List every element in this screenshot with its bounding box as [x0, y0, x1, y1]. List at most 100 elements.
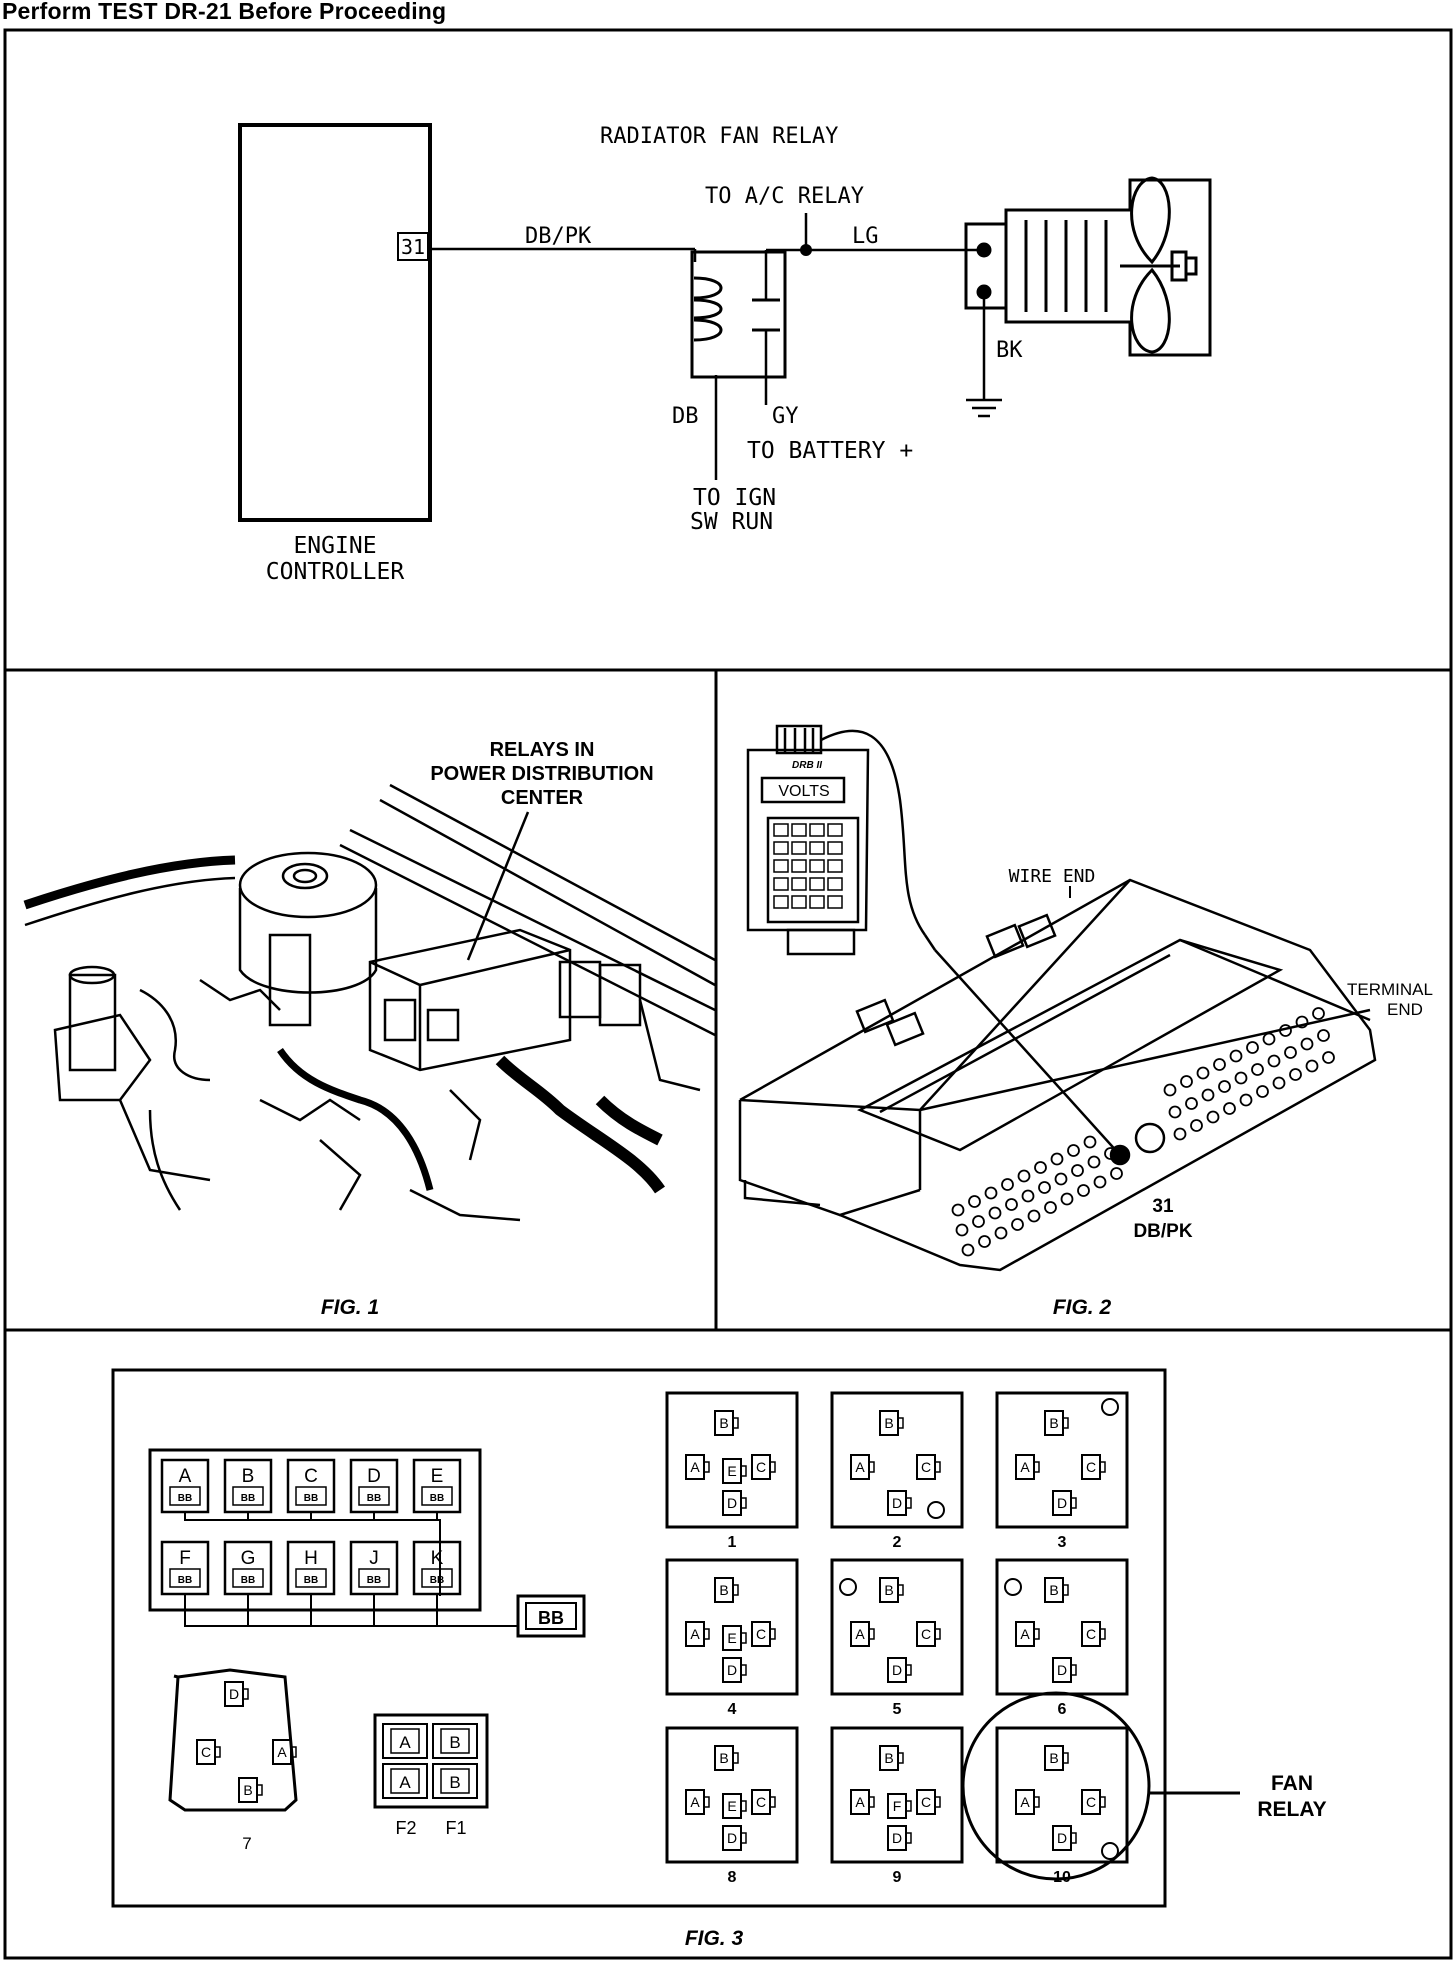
relay-5-pin-c-tab: [934, 1628, 941, 1640]
relay-4-pin-d-tab: [740, 1664, 747, 1676]
relay-6-pin-c: C: [1086, 1626, 1096, 1642]
f-grid-label-b: B: [449, 1773, 460, 1792]
relay-5-pin-a-tab: [868, 1628, 875, 1640]
connector-pin-hole: [1190, 1119, 1203, 1132]
connector-pin-hole: [1251, 1063, 1264, 1076]
relay-socket-number-9: 9: [893, 1869, 902, 1886]
connector-7-pin-c: C: [201, 1744, 211, 1760]
relay-8-pin-a: A: [690, 1794, 700, 1810]
relay-2-pin-a-tab: [868, 1461, 875, 1473]
connector-pin-hole: [1038, 1181, 1051, 1194]
f-grid-label-a: A: [399, 1733, 411, 1752]
relay-8-pin-d: D: [727, 1830, 737, 1846]
connector-pin-hole: [1317, 1029, 1330, 1042]
relay-8-pin-b-tab: [732, 1752, 739, 1764]
wire-gy-label: GY: [772, 404, 799, 429]
connector-pin-hole: [1050, 1152, 1064, 1166]
fan-relay-label-2: RELAY: [1257, 1798, 1326, 1821]
terminal-end-label-1: TERMINAL: [1347, 980, 1433, 999]
relay-4-pin-d: D: [727, 1662, 737, 1678]
fig1-caption: FIG. 1: [321, 1296, 379, 1319]
relay-4-pin-e-tab: [740, 1632, 747, 1644]
fuse-c-bb-label: BB: [304, 1493, 318, 1504]
connector-pin-hole: [1180, 1075, 1193, 1088]
relay-8-pin-a-tab: [703, 1796, 710, 1808]
fuse-k-bb-label: BB: [430, 1575, 444, 1586]
relay-6-index-circle: [1004, 1578, 1022, 1596]
fig2-pin-holes: [951, 1007, 1335, 1257]
relay-4-pin-c-tab: [769, 1628, 776, 1640]
connector-pin-hole: [1087, 1155, 1101, 1169]
relay-2-pin-a: A: [855, 1459, 865, 1475]
fig3-frame: [111, 1368, 1167, 1908]
f-grid-cell-inner: [390, 1768, 420, 1794]
relay-5-pin-c: C: [921, 1626, 931, 1642]
relay-body: [690, 250, 787, 379]
connector-pin-hole: [1213, 1058, 1226, 1071]
connector-pin-hole: [972, 1215, 985, 1228]
fuse-b-bb-label: BB: [241, 1493, 255, 1504]
connector-pin-hole: [1272, 1076, 1286, 1090]
controller-label-1: ENGINE: [293, 533, 376, 559]
relay-9-pin-d: D: [892, 1830, 902, 1846]
relay-8-pin-c: C: [756, 1794, 766, 1810]
relay-2-pin-c: C: [921, 1459, 931, 1475]
relay-8-pin-e: E: [727, 1798, 736, 1814]
relay-5-pin-d: D: [892, 1662, 902, 1678]
relay-socket-number-3: 3: [1058, 1534, 1067, 1551]
connector-pin-hole: [1054, 1172, 1068, 1186]
fig1-leader: [466, 811, 530, 961]
connector-pin-hole: [1279, 1024, 1292, 1037]
f-grid-cell-outer: [382, 1723, 428, 1759]
fuse-g-bb-label: BB: [241, 1575, 255, 1586]
fuse-a-bb-label: BB: [178, 1493, 192, 1504]
connector-pin-hole: [1110, 1167, 1123, 1180]
wire-end-label: WIRE END: [1009, 866, 1096, 887]
connector-7-pin-d: D: [229, 1686, 239, 1702]
connector-pin-hole: [1234, 1071, 1248, 1085]
relay-8-pin-e-tab: [740, 1800, 747, 1812]
connector-pin-hole: [1067, 1144, 1080, 1157]
fuse-g-bb-box: [232, 1568, 264, 1588]
relay-socket-3: [995, 1391, 1129, 1529]
relay-socket-number-5: 5: [893, 1701, 902, 1718]
connector-7-pin-a-tab: [290, 1746, 297, 1758]
connector-pin-hole: [1071, 1164, 1084, 1177]
connector-pin-hole: [951, 1203, 965, 1217]
relay-4-pin-a-tab: [703, 1628, 710, 1640]
relay-6-pin-b: B: [1049, 1582, 1058, 1598]
relay-9-pin-b-tab: [897, 1752, 904, 1764]
relay-socket-number-4: 4: [728, 1701, 737, 1718]
connector-7-number: 7: [242, 1834, 251, 1853]
fuse-k-bb-box: [421, 1568, 453, 1588]
relay-1-pin-d-tab: [740, 1497, 747, 1509]
relay-3-pin-a-tab: [1033, 1461, 1040, 1473]
f-grid-cell-outer: [382, 1763, 428, 1799]
f2-label: F2: [395, 1818, 416, 1838]
relay-2-index-circle: [927, 1501, 945, 1519]
relay-10-pin-a: A: [1020, 1794, 1030, 1810]
connector-7-pin-d-tab: [242, 1688, 249, 1700]
connector-pin-hole: [1060, 1192, 1074, 1206]
to-ign-label-2: SW RUN: [690, 509, 773, 535]
relay-2-pin-d-tab: [905, 1497, 912, 1509]
relay-4-pin-c: C: [756, 1626, 766, 1642]
wire-db-pk-label: DB/PK: [525, 224, 592, 249]
relay-3-pin-c-tab: [1099, 1461, 1106, 1473]
fig1-label-1: RELAYS IN: [490, 739, 595, 761]
relay-6-pin-b-tab: [1062, 1584, 1069, 1596]
fuse-h-bb-label: BB: [304, 1575, 318, 1586]
relay-2-pin-b-tab: [897, 1417, 904, 1429]
connector-7-pin-c-tab: [214, 1746, 221, 1758]
fuse-d-bb-box: [358, 1486, 390, 1506]
terminal-end-label-2: END: [1387, 1000, 1423, 1019]
relay-9-pin-f: F: [893, 1798, 902, 1814]
bb-box-label: BB: [538, 1608, 564, 1628]
controller-label-2: CONTROLLER: [266, 559, 405, 585]
connector-pin-hole: [994, 1226, 1008, 1240]
relay-5-pin-a: A: [855, 1626, 865, 1642]
relay-2-pin-d: D: [892, 1495, 902, 1511]
relay-4-pin-a: A: [690, 1626, 700, 1642]
